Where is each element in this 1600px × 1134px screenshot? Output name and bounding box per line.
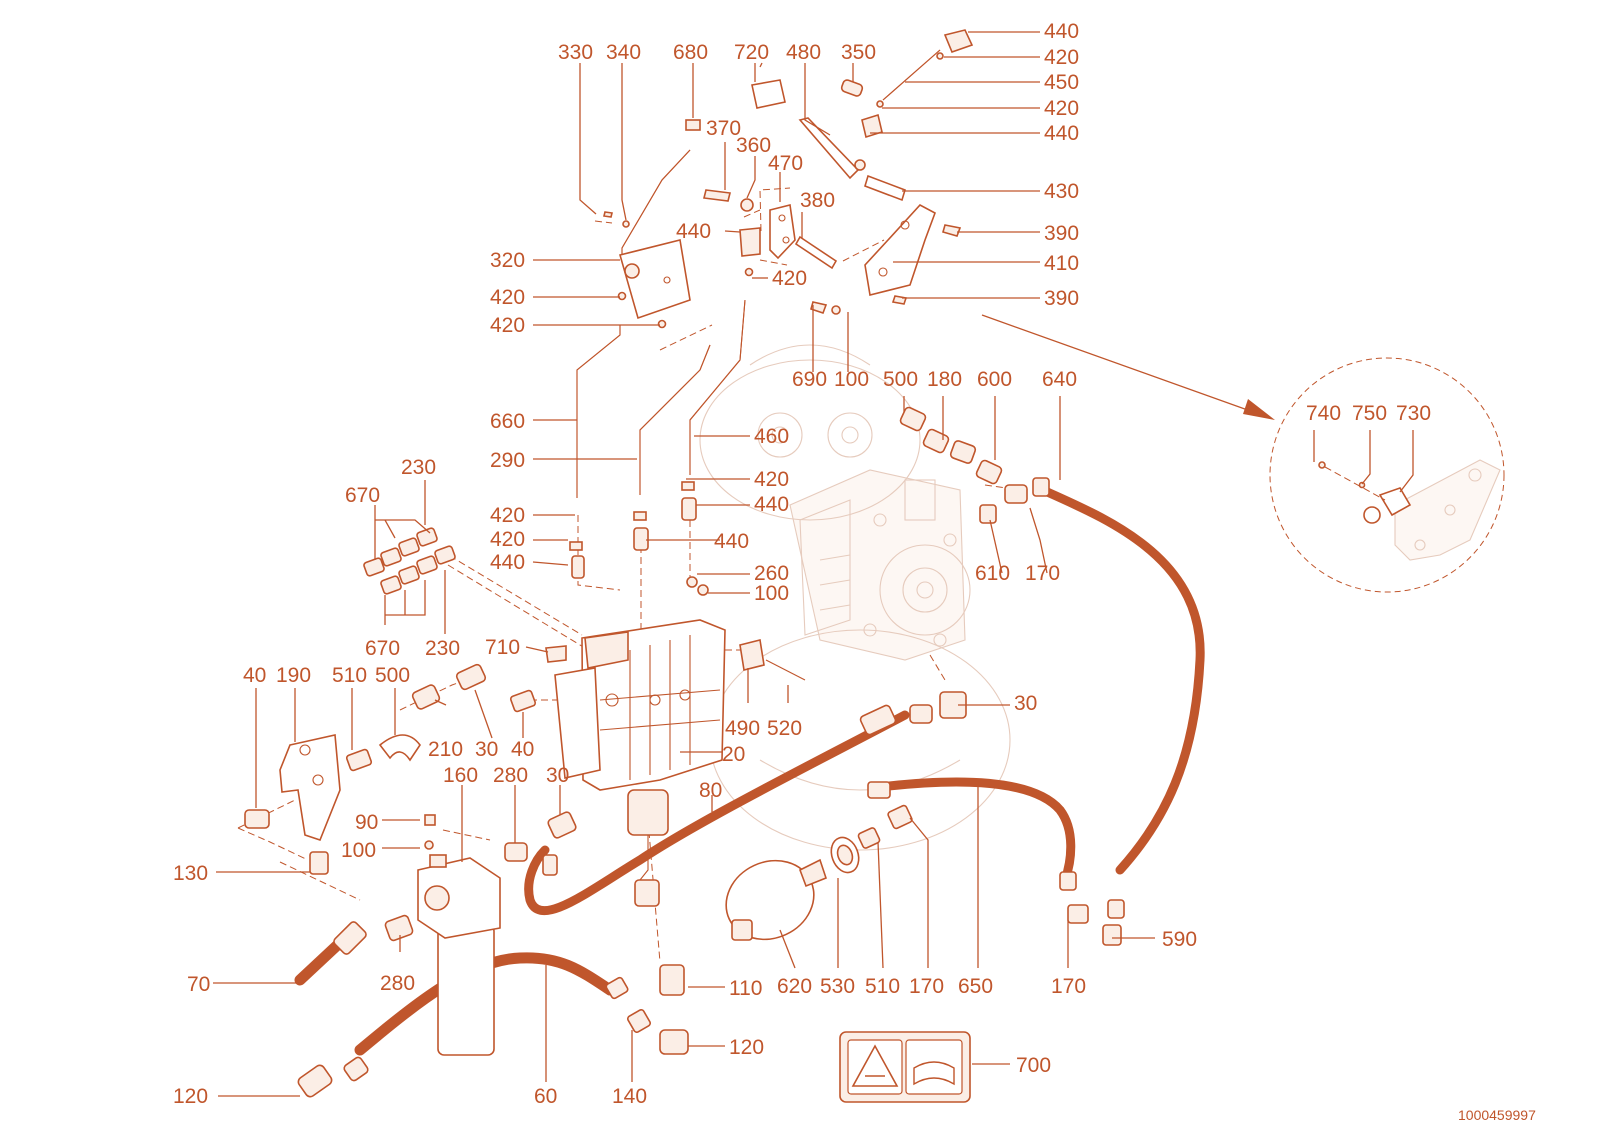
callout-430: 430 <box>1044 180 1079 203</box>
detail-inset <box>981 314 1505 593</box>
callout-640: 640 <box>1042 368 1077 391</box>
callout-330: 330 <box>558 41 593 64</box>
hoses <box>294 486 1205 1056</box>
callout-440-e: 440 <box>490 551 525 574</box>
callout-100-b: 100 <box>754 582 789 605</box>
callout-280-a: 280 <box>493 764 528 787</box>
callout-440-d: 440 <box>754 493 789 516</box>
callout-670-b: 670 <box>365 637 400 660</box>
callout-530: 530 <box>820 975 855 998</box>
callout-450: 450 <box>1044 71 1079 94</box>
callout-40-b: 40 <box>511 738 534 761</box>
callout-410: 410 <box>1044 252 1079 275</box>
callout-440-a: 440 <box>1044 20 1079 43</box>
callout-440-b: 440 <box>1044 122 1079 145</box>
callout-650: 650 <box>958 975 993 998</box>
callout-680: 680 <box>673 41 708 64</box>
callout-420-h: 420 <box>490 528 525 551</box>
callout-420-d: 420 <box>490 286 525 309</box>
callout-420-e: 420 <box>490 314 525 337</box>
leader-lines <box>213 31 1414 1097</box>
callout-350: 350 <box>841 41 876 64</box>
callout-40-a: 40 <box>243 664 266 687</box>
callout-180: 180 <box>927 368 962 391</box>
callout-290: 290 <box>490 449 525 472</box>
callout-420-f: 420 <box>754 468 789 491</box>
callout-130: 130 <box>173 862 208 885</box>
callout-440-c: 440 <box>676 220 711 243</box>
callout-460: 460 <box>754 425 789 448</box>
callout-600: 600 <box>977 368 1012 391</box>
callout-700: 700 <box>1016 1054 1051 1077</box>
callout-230-b: 230 <box>425 637 460 660</box>
assembly-lines <box>237 187 1021 963</box>
background-pump-ghost <box>789 469 971 661</box>
callout-100-c: 100 <box>341 839 376 862</box>
callout-420-b: 420 <box>1044 97 1079 120</box>
callout-740: 740 <box>1306 402 1341 425</box>
callout-170-b: 170 <box>909 975 944 998</box>
callout-730: 730 <box>1396 402 1431 425</box>
callout-380: 380 <box>800 189 835 212</box>
callout-490: 490 <box>725 717 760 740</box>
callout-510-a: 510 <box>332 664 367 687</box>
callout-420-c: 420 <box>772 267 807 290</box>
callout-480: 480 <box>786 41 821 64</box>
callout-100-a: 100 <box>834 368 869 391</box>
valve-and-fittings <box>244 406 1125 1103</box>
callout-750: 750 <box>1352 402 1387 425</box>
callout-470: 470 <box>768 152 803 175</box>
tubes-and-rods <box>576 49 941 498</box>
callout-260: 260 <box>754 562 789 585</box>
callout-620: 620 <box>777 975 812 998</box>
callout-90: 90 <box>355 811 378 834</box>
callout-210: 210 <box>428 738 463 761</box>
callout-660: 660 <box>490 410 525 433</box>
callout-610: 610 <box>975 562 1010 585</box>
callout-710: 710 <box>485 636 520 659</box>
callout-190: 190 <box>276 664 311 687</box>
callout-340: 340 <box>606 41 641 64</box>
callout-590: 590 <box>1162 928 1197 951</box>
callout-390-b: 390 <box>1044 287 1079 310</box>
callout-70: 70 <box>187 973 210 996</box>
callout-20: 20 <box>722 743 745 766</box>
callout-140: 140 <box>612 1085 647 1108</box>
callout-30-c: 30 <box>546 764 569 787</box>
callout-170-a: 170 <box>1025 562 1060 585</box>
callout-500-b: 500 <box>375 664 410 687</box>
callout-670-a: 670 <box>345 484 380 507</box>
callout-320: 320 <box>490 249 525 272</box>
upper-linkage-parts <box>603 29 974 329</box>
callout-390-a: 390 <box>1044 222 1079 245</box>
callout-230-a: 230 <box>401 456 436 479</box>
callout-500-a: 500 <box>883 368 918 391</box>
callout-280-b: 280 <box>380 972 415 995</box>
callout-420-a: 420 <box>1044 46 1079 69</box>
callout-690: 690 <box>792 368 827 391</box>
callout-440-f: 440 <box>714 530 749 553</box>
callout-120-b: 120 <box>173 1085 208 1108</box>
callout-160: 160 <box>443 764 478 787</box>
callout-120-a: 120 <box>729 1036 764 1059</box>
callout-labels: 330 340 680 720 480 350 440 420 450 420 … <box>173 20 1536 1123</box>
callout-510-b: 510 <box>865 975 900 998</box>
callout-360: 360 <box>736 134 771 157</box>
callout-420-g: 420 <box>490 504 525 527</box>
callout-80: 80 <box>699 779 722 802</box>
callout-370: 370 <box>706 117 741 140</box>
callout-30-a: 30 <box>1014 692 1037 715</box>
callout-720: 720 <box>734 41 769 64</box>
callout-110: 110 <box>729 977 762 1000</box>
callout-30-b: 30 <box>475 738 498 761</box>
callout-520: 520 <box>767 717 802 740</box>
document-number: 1000459997 <box>1458 1107 1536 1123</box>
callout-170-c: 170 <box>1051 975 1086 998</box>
callout-60: 60 <box>534 1085 557 1108</box>
